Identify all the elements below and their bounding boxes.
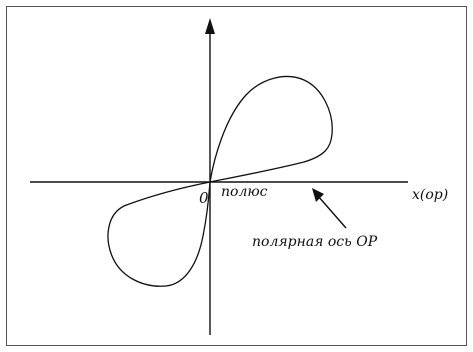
origin-label: 0 [199, 189, 209, 207]
y-axis-arrow-icon [205, 18, 215, 34]
diagram-frame [6, 6, 467, 346]
pole-label: полюс [221, 184, 268, 200]
lower-petal-curve [107, 181, 211, 287]
polar-axis-label: полярная ось OP [252, 234, 378, 250]
polar-axis-pointer-line [317, 195, 347, 229]
polar-axis-pointer-arrow-icon [312, 188, 324, 202]
upper-petal-curve [209, 75, 333, 183]
x-axis-label: x(op) [412, 187, 448, 203]
